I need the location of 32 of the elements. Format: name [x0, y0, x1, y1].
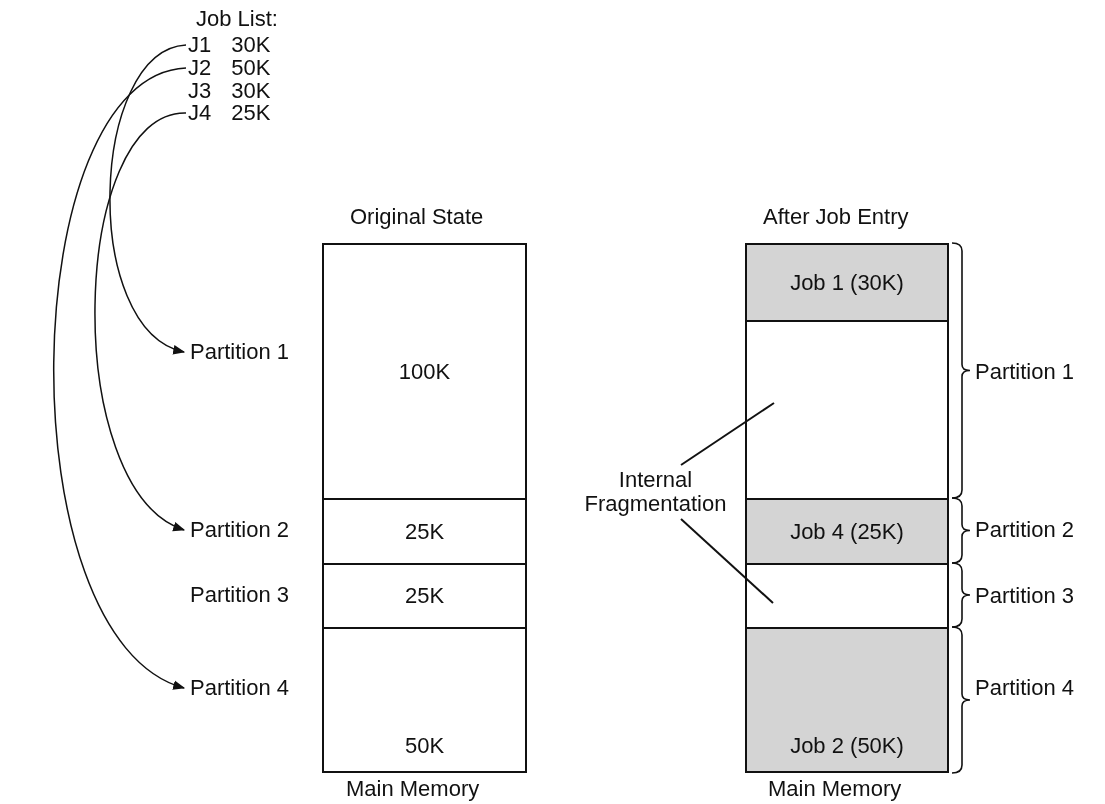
memory-block: 25K	[322, 498, 527, 565]
partition-label: Partition 2	[975, 518, 1075, 542]
free-memory-block	[745, 563, 949, 629]
job-entry: J3 30K	[188, 79, 271, 103]
partition-label: Partition 1	[975, 360, 1075, 384]
job-block: Job 1 (30K)	[745, 243, 949, 322]
column-caption: Main Memory	[346, 777, 480, 801]
partition-label: Partition 2	[190, 518, 290, 542]
partition-label: Partition 1	[190, 340, 290, 364]
leader-line	[680, 402, 775, 466]
annotation-text: Internal Fragmentation	[573, 468, 738, 516]
job-entry: J1 30K	[188, 33, 271, 57]
partition-label: Partition 4	[975, 676, 1075, 700]
memory-block: 100K	[322, 243, 527, 500]
partition-label: Partition 3	[190, 583, 290, 607]
partition-label: Partition 3	[975, 584, 1075, 608]
column-heading: After Job Entry	[763, 205, 909, 229]
column-heading: Original State	[350, 205, 484, 229]
free-memory-block	[745, 320, 949, 500]
job-entry: J4 25K	[188, 101, 271, 125]
partition-label: Partition 4	[190, 676, 290, 700]
job-block: Job 2 (50K)	[745, 627, 949, 773]
memory-block: 50K	[322, 627, 527, 773]
curved-arrow	[94, 112, 187, 531]
job-block: Job 4 (25K)	[745, 498, 949, 565]
column-caption: Main Memory	[768, 777, 902, 801]
leader-line	[680, 518, 774, 604]
list-heading: Job List:	[196, 7, 278, 31]
curved-arrow	[53, 67, 187, 689]
memory-block: 25K	[322, 563, 527, 629]
job-entry: J2 50K	[188, 56, 271, 80]
curved-arrow	[109, 44, 187, 353]
